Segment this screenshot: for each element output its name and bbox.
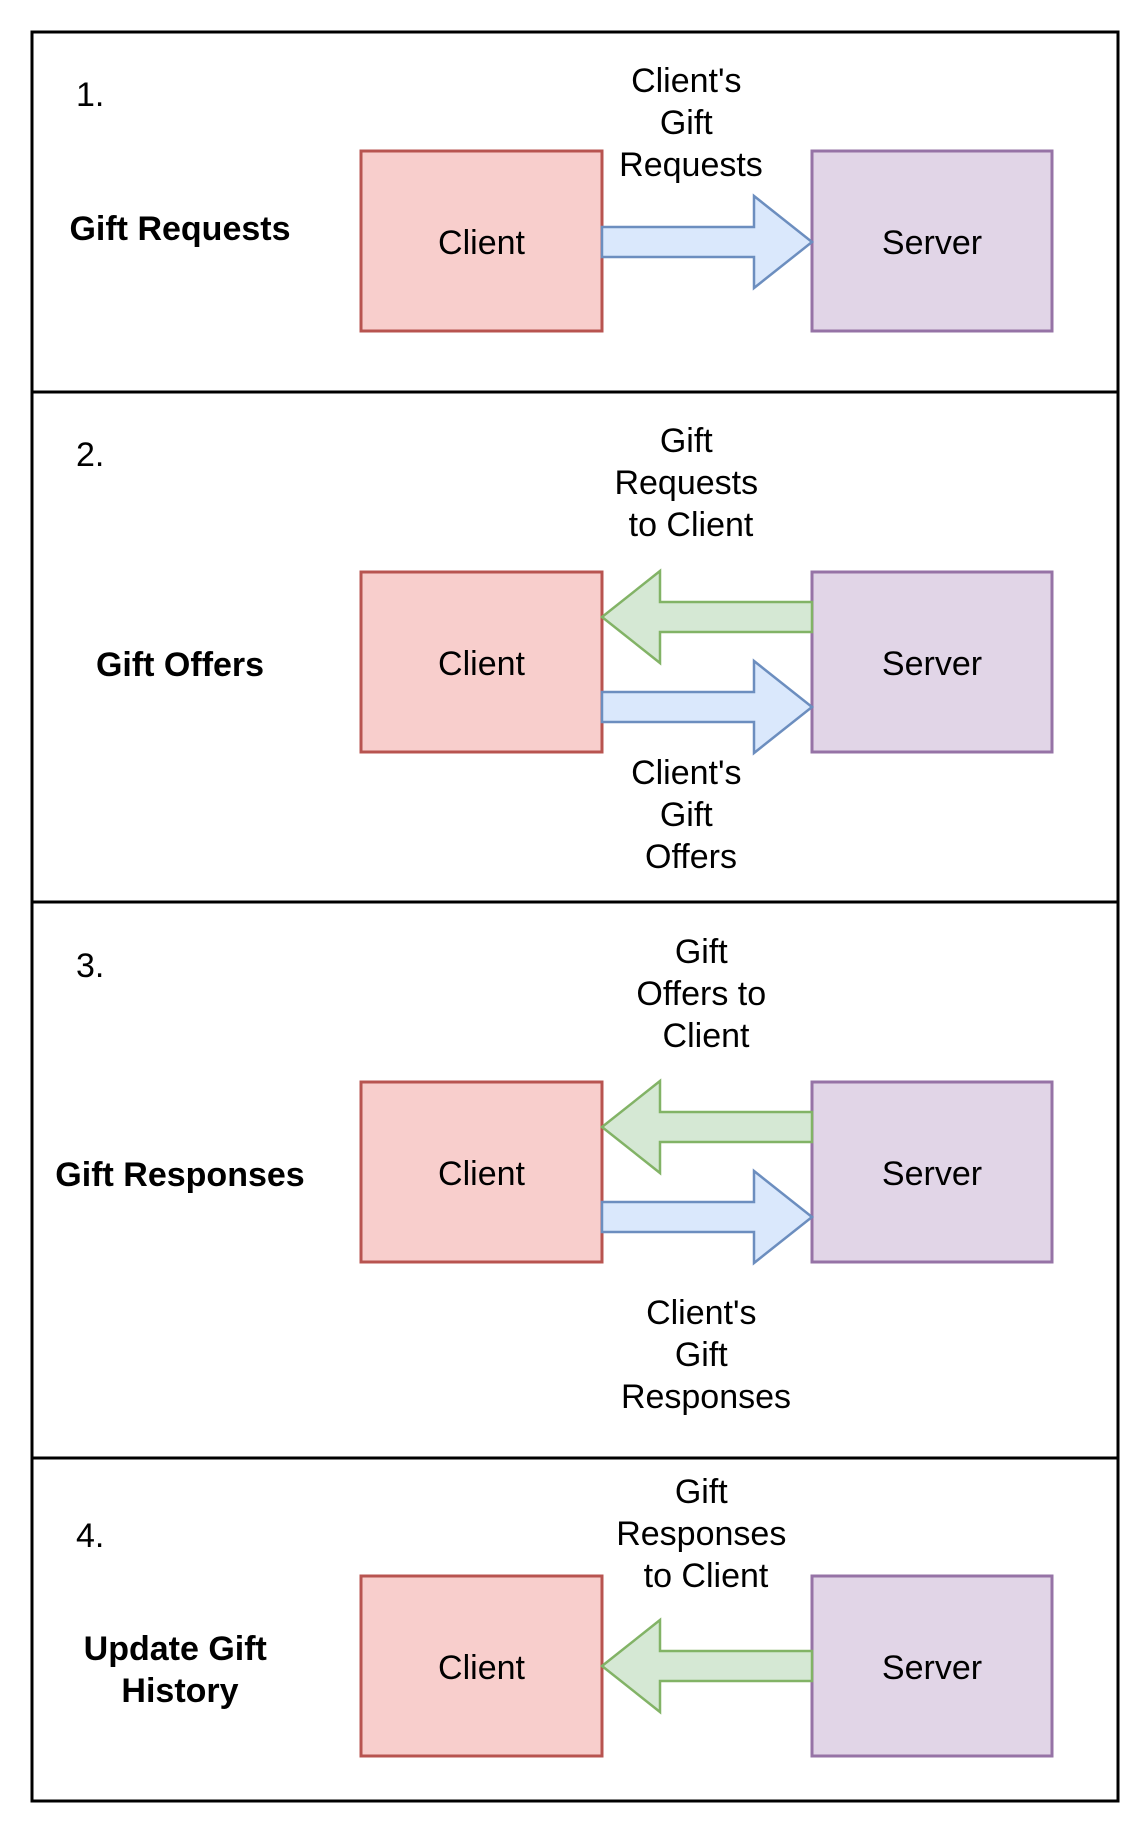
server-box-label: Server [882,645,982,683]
step-1-number: 1. [76,76,104,114]
response-arrow-left [599,1617,814,1715]
step-1-arrow-right-label: Client's Gift Requests [619,62,763,184]
client-box-label: Client [438,1155,525,1193]
step-4-client-box: Client [359,1574,604,1758]
step-2-number: 2. [76,436,104,474]
step-4-title: Update Gift History [84,1630,277,1710]
step-4-server-box: Server [810,1574,1054,1758]
request-arrow-right [600,193,815,291]
step-4-arrow-left-label: Gift Responses to Client [616,1473,796,1595]
server-box-label: Server [882,1649,982,1687]
step-1-client-box: Client [359,149,604,333]
client-box [359,1574,604,1758]
step-1-server-box: Server [810,149,1054,333]
client-box-label: Client [438,1649,525,1687]
step-3-server-box: Server [810,1080,1054,1264]
step-1-title: Gift Requests [69,210,290,248]
client-box [359,149,604,333]
server-box-label: Server [882,1155,982,1193]
step-2-arrow-left-label: Gift Requests to Client [614,422,767,544]
step-3-number: 3. [76,947,104,985]
outer-frame [30,30,1120,1803]
client-box-label: Client [438,224,525,262]
request-arrow-right [600,658,815,756]
step-3-panel: 3. Gift Responses Client Server Gift Off… [55,933,1054,1416]
server-box [810,1080,1054,1264]
client-box [359,570,604,754]
server-box-label: Server [882,224,982,262]
step-2-panel: 2. Gift Offers Client Server Gift Reques… [76,422,1054,876]
step-2-server-box: Server [810,570,1054,754]
step-1-panel: 1. Gift Requests Client Server Client's … [69,62,1054,333]
step-4-panel: 4. Update Gift History Client Server Gif… [76,1473,1054,1758]
response-arrow-left [599,568,814,666]
client-box [359,1080,604,1264]
step-2-title: Gift Offers [96,646,264,684]
client-box-label: Client [438,645,525,683]
response-arrow-left [599,1078,814,1176]
step-3-client-box: Client [359,1080,604,1264]
server-box [810,570,1054,754]
server-box [810,149,1054,333]
step-4-number: 4. [76,1517,104,1555]
step-2-client-box: Client [359,570,604,754]
step-3-title: Gift Responses [55,1156,304,1194]
step-2-arrow-right-label: Client's Gift Offers [631,754,751,876]
step-3-arrow-left-label: Gift Offers to Client [636,933,775,1055]
request-arrow-right [600,1168,815,1266]
step-3-arrow-right-label: Client's Gift Responses [621,1294,791,1416]
